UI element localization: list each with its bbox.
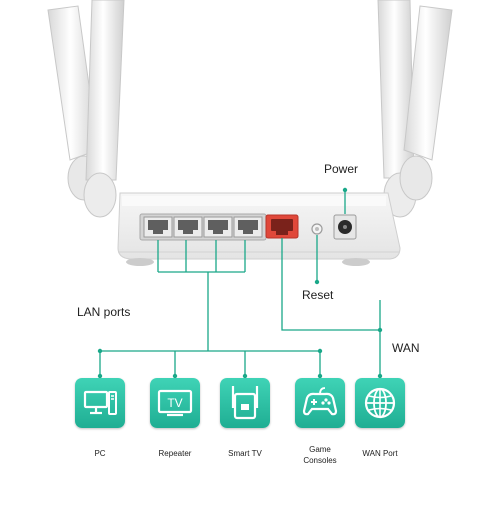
range-extender-icon <box>231 386 259 420</box>
lan-port-4 <box>233 216 263 238</box>
repeater-tile: TV <box>150 378 200 428</box>
lan-port-block <box>139 213 267 241</box>
connector-lines <box>99 192 381 376</box>
device-label-game-consoles: Game Consoles <box>303 445 337 465</box>
power-jack <box>333 214 357 240</box>
wan-port-tile <box>355 378 405 428</box>
antenna-left <box>83 0 125 218</box>
device-label-smart-tv: Smart TV <box>228 449 262 458</box>
power-label: Power <box>324 162 359 176</box>
lan-port-2 <box>173 216 203 238</box>
reset-button <box>311 223 323 235</box>
wan-port <box>265 214 299 239</box>
smart-tv-tile <box>220 378 270 428</box>
repeater-tv-icon: TV <box>157 389 193 417</box>
lan-ports-label: LAN ports <box>77 305 131 319</box>
device-label-repeater: Repeater <box>158 449 192 458</box>
tv-caption: TV <box>167 396 182 410</box>
lan-port-1 <box>143 216 173 238</box>
globe-icon <box>364 387 396 419</box>
wan-route-line <box>281 238 380 331</box>
pc-tile <box>75 378 125 428</box>
pc-icon <box>83 390 117 415</box>
reset-label: Reset <box>302 288 334 302</box>
gamepad-icon <box>302 387 338 416</box>
game-console-tile <box>295 378 345 428</box>
device-label-wan-port: WAN Port <box>362 449 398 458</box>
connector-dots <box>97 187 383 379</box>
lan-port-3 <box>203 216 233 238</box>
device-label-pc: PC <box>94 449 106 458</box>
wan-label: WAN <box>392 341 420 355</box>
antenna-far-right <box>399 5 453 201</box>
